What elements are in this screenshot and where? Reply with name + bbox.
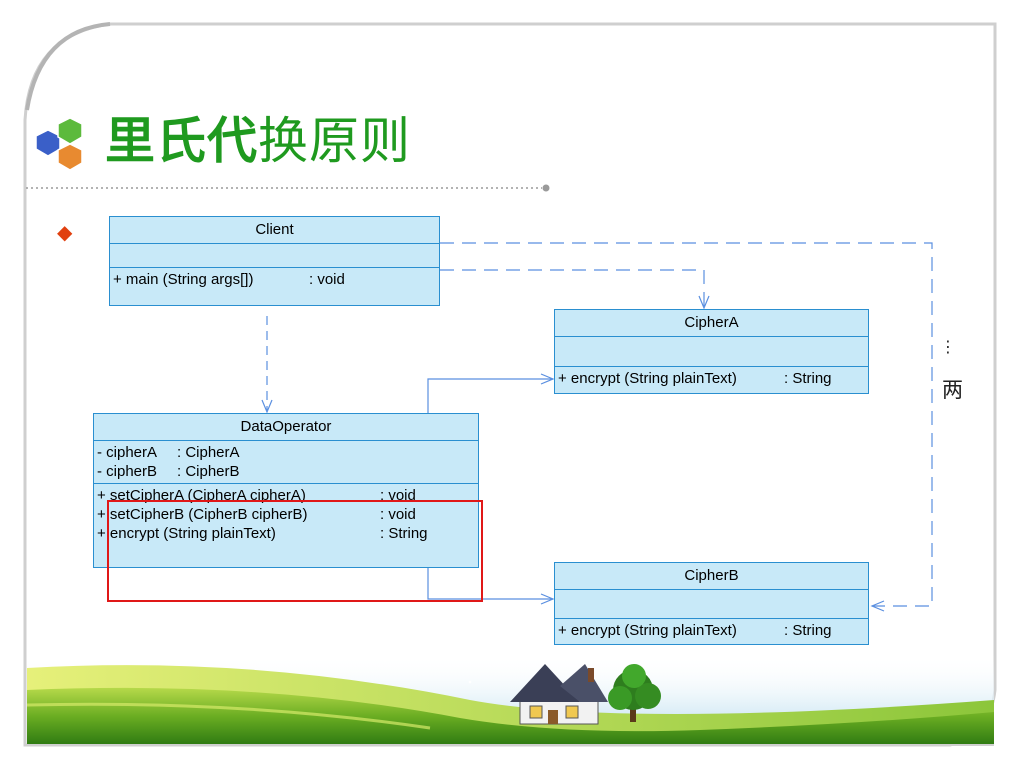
operation-return-type: : String <box>784 370 832 387</box>
class-name-dataoperator: DataOperator <box>94 414 478 441</box>
arrowhead-cipherb <box>870 600 885 612</box>
arrowhead-assoc-ciphera <box>540 373 555 385</box>
operation-row: + encrypt (String plainText) : String <box>558 621 868 640</box>
grass-hill-front <box>27 687 994 745</box>
dependency-client-ciphera <box>440 269 705 306</box>
uml-class-ciphera[interactable]: CipherA + encrypt (String plainText) : S… <box>554 309 869 394</box>
side-text-fragment-2: 两 <box>942 378 963 402</box>
slide-title-bold: 里氏代 <box>105 112 258 170</box>
uml-class-client[interactable]: Client + main (String args[]) : void <box>109 216 440 306</box>
uml-class-cipherb[interactable]: CipherB + encrypt (String plainText) : S… <box>554 562 869 645</box>
class-name-cipherb: CipherB <box>555 563 868 590</box>
operation-return-type: : String <box>380 525 428 542</box>
operation-return-type: : void <box>309 271 345 288</box>
operation-row: + encrypt (String plainText) : String <box>97 524 478 543</box>
class-operations-ciphera: + encrypt (String plainText) : String <box>555 367 868 390</box>
operation-signature: + main (String args[]) <box>113 271 254 288</box>
class-attributes-ciphera <box>555 337 868 367</box>
attribute-signature: - cipherA <box>97 444 158 461</box>
hexagon-logo-icon <box>35 118 83 171</box>
class-attributes-dataoperator: - cipherA : CipherA - cipherB : CipherB <box>94 441 478 484</box>
association-dataoperator-cipherb <box>427 568 553 600</box>
tree-icon <box>608 664 661 722</box>
attribute-row: - cipherA : CipherA <box>97 443 478 462</box>
class-operations-client: + main (String args[]) : void <box>110 268 439 291</box>
operation-signature: + encrypt (String plainText) <box>97 525 276 542</box>
side-text-fragment-1: ⋮ <box>940 337 956 356</box>
arrowhead-ciphera <box>698 295 710 310</box>
operation-row: + encrypt (String plainText) : String <box>558 369 868 388</box>
arrowhead-assoc-cipherb <box>540 593 555 605</box>
slide-title-normal: 换原则 <box>258 112 411 170</box>
class-operations-dataoperator: + setCipherA (CipherA cipherA) : void + … <box>94 484 478 545</box>
class-attributes-client <box>110 244 439 268</box>
operation-return-type: : void <box>380 506 416 523</box>
dependency-client-cipherb <box>440 242 933 607</box>
operation-row: + main (String args[]) : void <box>113 270 439 289</box>
house-icon <box>510 664 608 725</box>
operation-row: + setCipherB (CipherB cipherB) : void <box>97 505 478 524</box>
attribute-signature: - cipherB <box>97 463 158 480</box>
uml-class-dataoperator[interactable]: DataOperator - cipherA : CipherA - ciphe… <box>93 413 479 568</box>
operation-row: + setCipherA (CipherA cipherA) : void <box>97 486 478 505</box>
class-name-client: Client <box>110 217 439 244</box>
attribute-type: : CipherB <box>177 463 240 480</box>
operation-signature: + setCipherB (CipherB cipherB) <box>97 506 308 523</box>
attribute-row: - cipherB : CipherB <box>97 462 478 481</box>
class-operations-cipherb: + encrypt (String plainText) : String <box>555 619 868 642</box>
slide-title: 里氏代换原则 <box>105 110 411 172</box>
operation-signature: + encrypt (String plainText) <box>558 370 737 387</box>
operation-return-type: : void <box>380 487 416 504</box>
association-dataoperator-ciphera <box>427 378 553 413</box>
class-name-ciphera: CipherA <box>555 310 868 337</box>
sparkle-icon <box>383 658 387 662</box>
attribute-type: : CipherA <box>177 444 240 461</box>
arrowhead-dataoperator <box>261 399 273 414</box>
operation-signature: + setCipherA (CipherA cipherA) <box>97 487 306 504</box>
operation-signature: + encrypt (String plainText) <box>558 622 737 639</box>
class-attributes-cipherb <box>555 590 868 619</box>
highlight-box <box>107 500 483 602</box>
sparkle-icon <box>468 680 472 684</box>
operation-return-type: : String <box>784 622 832 639</box>
bullet-marker: ◆ <box>57 220 73 244</box>
grass-highlight <box>26 702 431 730</box>
